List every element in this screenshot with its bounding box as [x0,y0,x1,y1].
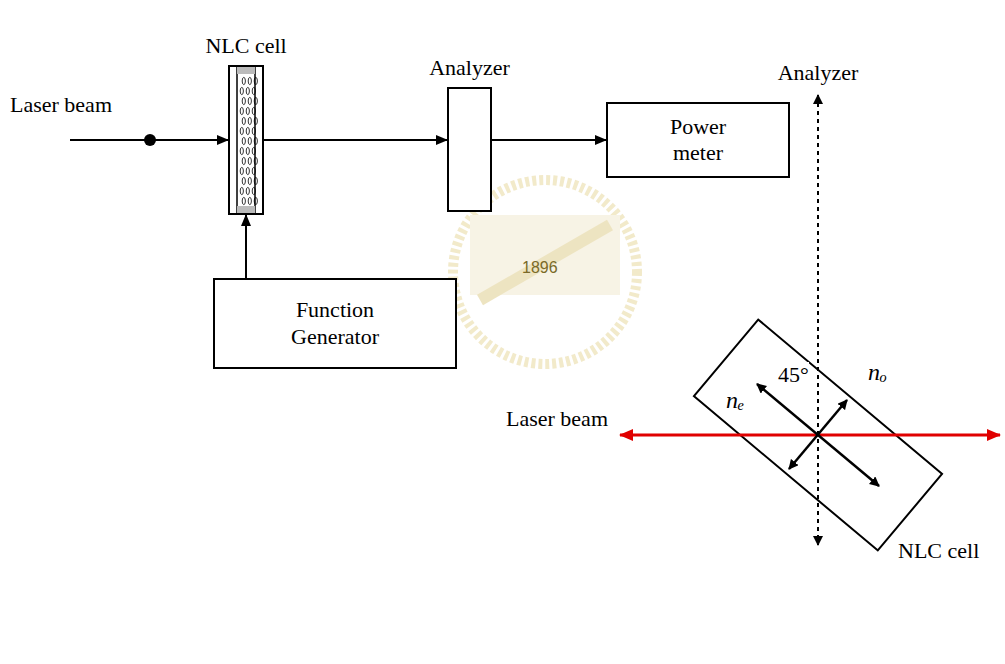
angle-label: 45° [778,362,809,388]
watermark-year: 1896 [522,258,558,277]
analyzer-axis [817,95,819,545]
cell-label: NLC cell [898,538,979,564]
axis-label: Analyzer [778,60,859,86]
beam-label: Laser beam [506,406,608,432]
signal-arrow [492,139,606,141]
function-generator-box: Function Generator [213,278,457,369]
power-meter-box: Power meter [606,102,790,178]
ne-axis [757,384,879,486]
nlc-cell: NLC cell [228,65,264,215]
signal-arrow [264,139,447,141]
signal-arrow [245,215,247,278]
box-heading: Analyzer [429,55,510,81]
box-label: Function Generator [260,297,410,350]
index-label: nₒ [868,358,887,387]
box-heading: NLC cell [205,33,286,59]
laser-polarization [620,434,1000,437]
index-label: nₑ [726,386,744,415]
analyzer-box: Analyzer [447,87,492,212]
liquid-crystal-art [230,67,262,213]
no-axis [789,400,847,469]
beam-label: Laser beam [10,92,112,118]
polarization-dot [144,134,156,146]
box-label: Power meter [653,114,743,167]
